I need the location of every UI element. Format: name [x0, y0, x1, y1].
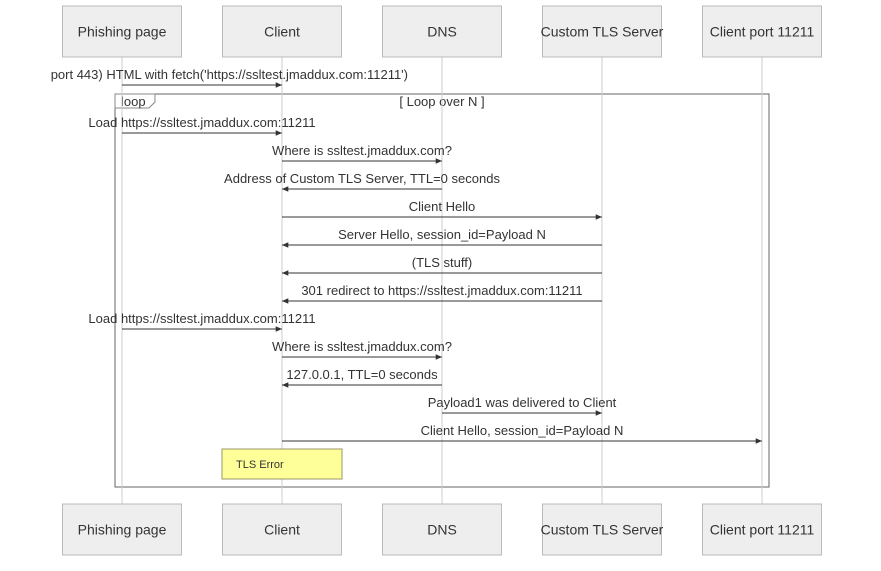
- actor-label-client-top: Client: [264, 24, 300, 40]
- note-box: [221, 448, 343, 480]
- message-label: Address of Custom TLS Server, TTL=0 seco…: [224, 171, 500, 186]
- message-label: Load https://ssltest.jmaddux.com:11211: [88, 311, 315, 326]
- message-label: 127.0.0.1, TTL=0 seconds: [286, 367, 438, 382]
- message-label: Client Hello, session_id=Payload N: [421, 423, 624, 438]
- message-label: 301 redirect to https://ssltest.jmaddux.…: [301, 283, 582, 298]
- message-label: Server Hello, session_id=Payload N: [338, 227, 546, 242]
- actor-box-port-top: [702, 5, 822, 58]
- actor-box-client-bottom: [222, 503, 342, 556]
- actor-label-dns-bottom: DNS: [427, 522, 457, 538]
- message-label: port 443) HTML with fetch('https://sslte…: [51, 67, 408, 82]
- note-text: TLS Error: [236, 459, 284, 471]
- message-label: Where is ssltest.jmaddux.com?: [272, 339, 452, 354]
- actor-label-client-bottom: Client: [264, 522, 300, 538]
- actor-box-client-top: [222, 5, 342, 58]
- actor-box-phishing-top: [62, 5, 182, 58]
- actor-box-tls-top: [542, 5, 662, 58]
- actor-box-tls-bottom: [542, 503, 662, 556]
- message-label: Payload1 was delivered to Client: [428, 395, 617, 410]
- actor-box-port-bottom: [702, 503, 822, 556]
- actor-label-tls-top: Custom TLS Server: [541, 24, 664, 40]
- message-label: (TLS stuff): [412, 255, 472, 270]
- message-label: Load https://ssltest.jmaddux.com:11211: [88, 115, 315, 130]
- loop-label: loop: [121, 94, 146, 109]
- actor-label-port-top: Client port 11211: [710, 24, 815, 40]
- loop-label-box: [114, 93, 156, 109]
- actor-label-phishing-bottom: Phishing page: [78, 522, 167, 538]
- actor-box-dns-bottom: [382, 503, 502, 556]
- actor-box-phishing-bottom: [62, 503, 182, 556]
- message-label: Where is ssltest.jmaddux.com?: [272, 143, 452, 158]
- actor-box-dns-top: [382, 5, 502, 58]
- actor-label-phishing-top: Phishing page: [78, 24, 167, 40]
- message-label: Client Hello: [409, 199, 475, 214]
- actor-label-dns-top: DNS: [427, 24, 457, 40]
- actor-label-tls-bottom: Custom TLS Server: [541, 522, 664, 538]
- actor-label-port-bottom: Client port 11211: [710, 522, 815, 538]
